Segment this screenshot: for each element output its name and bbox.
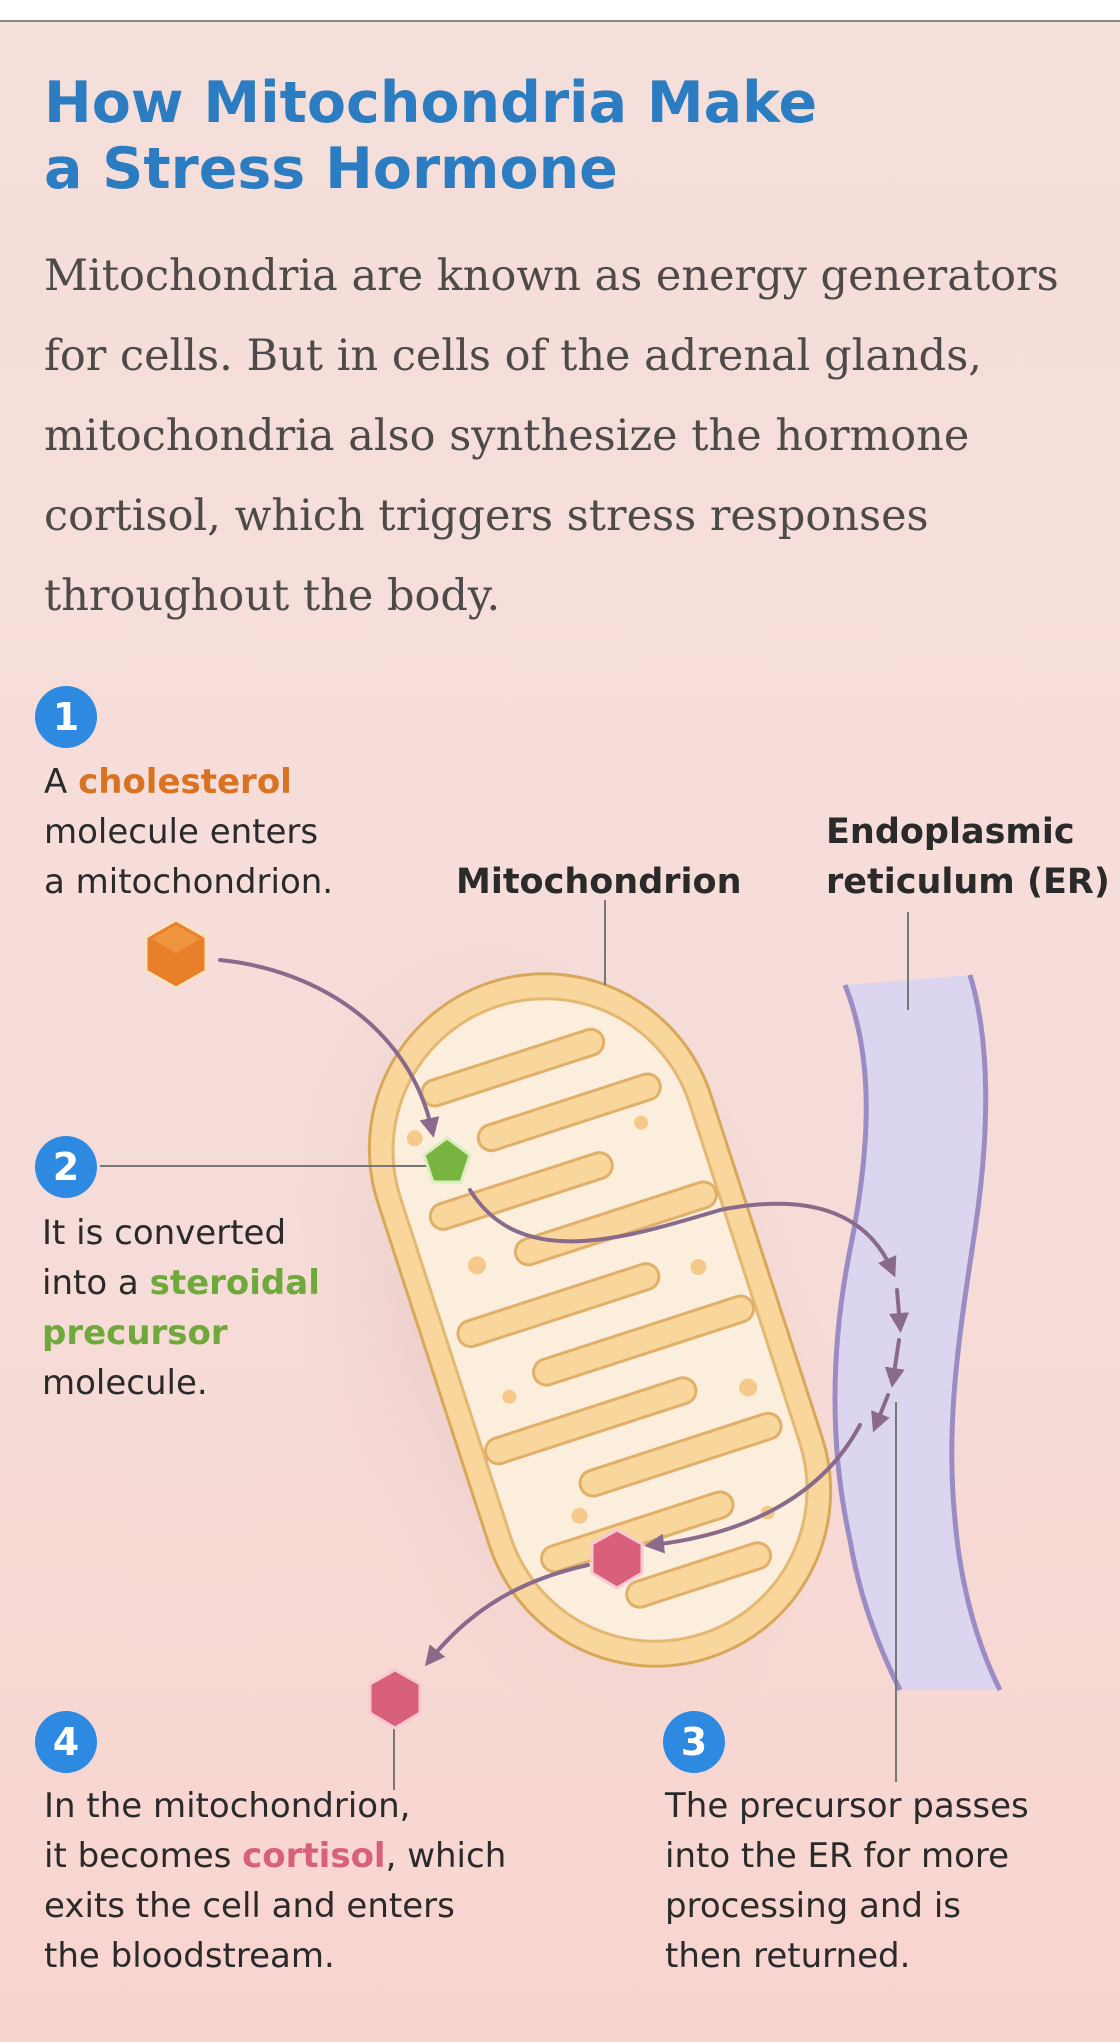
- step-1-text: A cholesterol molecule enters a mitochon…: [44, 757, 333, 907]
- keyword-cholesterol: cholesterol: [78, 762, 292, 802]
- arrow-precursor-to-er: [468, 1188, 897, 1278]
- step-1-pre: A: [44, 762, 79, 802]
- step-3-line-3: processing and is: [665, 1886, 961, 1926]
- er-shape: [832, 974, 1003, 1692]
- step-2-pre: into a: [42, 1263, 150, 1303]
- step-2-badge: 2: [35, 1136, 97, 1198]
- step-3-line-4: then returned.: [665, 1936, 911, 1976]
- step-2-line-1: It is converted: [42, 1213, 287, 1253]
- step-2-text: It is converted into a steroidal precurs…: [42, 1208, 320, 1408]
- cholesterol-molecule-icon: [144, 918, 208, 990]
- pathway-arrows: [218, 958, 909, 1667]
- step-4-pre: it becomes: [44, 1836, 243, 1876]
- cortisol-molecule-in-mitochondrion-icon: [590, 1528, 644, 1590]
- title-line-2: a Stress Hormone: [44, 136, 618, 202]
- arrow-er-step-3: [871, 1393, 890, 1433]
- step-4-post: , which: [385, 1836, 507, 1876]
- mitochondrion-shape: [367, 972, 833, 1668]
- keyword-precursor: precursor: [42, 1313, 228, 1353]
- step-4-badge: 4: [35, 1711, 97, 1773]
- step-1-line-3: a mitochondrion.: [44, 862, 334, 902]
- arrow-cholesterol-to-precursor: [218, 958, 440, 1138]
- step-1-badge: 1: [35, 686, 97, 748]
- step-3-line-1: The precursor passes: [665, 1786, 1029, 1826]
- arrow-er-step-1: [889, 1288, 909, 1333]
- step-1-line-2: molecule enters: [44, 812, 319, 852]
- title-line-1: How Mitochondria Make: [44, 70, 818, 136]
- arrow-er-to-mitochondrion: [644, 1423, 862, 1554]
- mitochondrion-label: Mitochondrion: [456, 862, 742, 902]
- er-label-line-1: Endoplasmic: [826, 812, 1075, 852]
- step-4-line-4: the bloodstream.: [44, 1936, 335, 1976]
- step-2-line-4: molecule.: [42, 1363, 208, 1403]
- step-3-line-2: into the ER for more: [665, 1836, 1010, 1876]
- keyword-steroidal: steroidal: [149, 1263, 320, 1303]
- step-3-text: The precursor passes into the ER for mor…: [665, 1781, 1029, 1981]
- er-label-line-2: reticulum (ER): [826, 862, 1110, 902]
- steroidal-precursor-molecule-icon: [422, 1136, 472, 1184]
- step-4-text: In the mitochondrion, it becomes cortiso…: [44, 1781, 506, 1981]
- arrow-cortisol-exit: [425, 1563, 590, 1667]
- cortisol-molecule-exiting-icon: [368, 1668, 422, 1730]
- step-3-badge: 3: [663, 1711, 725, 1773]
- page-title: How Mitochondria Make a Stress Hormone: [44, 70, 1044, 202]
- er-label: Endoplasmic reticulum (ER): [826, 807, 1110, 907]
- top-divider: [0, 0, 1120, 22]
- arrow-er-step-2: [884, 1338, 905, 1388]
- step-4-line-3: exits the cell and enters: [44, 1886, 455, 1926]
- intro-paragraph: Mitochondria are known as energy generat…: [44, 251, 1059, 621]
- keyword-cortisol: cortisol: [242, 1836, 386, 1876]
- step-4-line-1: In the mitochondrion,: [44, 1786, 411, 1826]
